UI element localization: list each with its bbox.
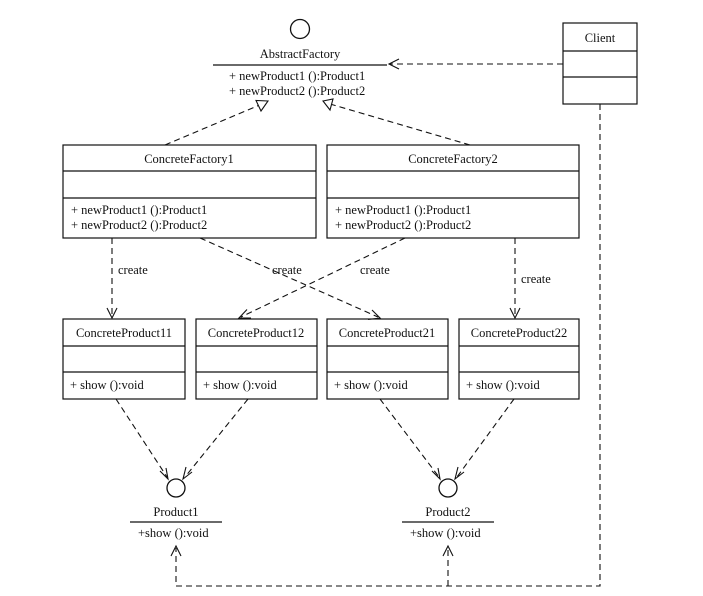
concrete-product-12-box bbox=[195, 318, 318, 400]
concrete-factory-1-method-2: + newProduct2 ():Product2 bbox=[71, 218, 207, 232]
concrete-product-22-name: ConcreteProduct22 bbox=[471, 326, 568, 340]
product-2-interface-icon bbox=[438, 478, 458, 498]
concrete-factory-1-box bbox=[62, 144, 317, 239]
concrete-product-12-method: + show ():void bbox=[203, 378, 277, 392]
create-factory-2-product-12: create bbox=[237, 237, 406, 319]
realization-factory-2 bbox=[322, 98, 471, 146]
product-2-interface: Product2 +show ():void bbox=[402, 478, 494, 540]
realization-factory-1 bbox=[164, 99, 270, 146]
product-1-interface: Product1 +show ():void bbox=[130, 478, 222, 540]
concrete-product-22-method: + show ():void bbox=[466, 378, 540, 392]
dependency-client-abstract-factory bbox=[387, 58, 563, 70]
concrete-product-12-name: ConcreteProduct12 bbox=[208, 326, 305, 340]
realization-product-22 bbox=[454, 398, 515, 481]
abstract-factory-interface-icon bbox=[289, 18, 311, 40]
realization-factory-2-arrowhead bbox=[322, 98, 334, 112]
concrete-product-12: ConcreteProduct12 + show ():void bbox=[195, 318, 318, 400]
concrete-product-11-name: ConcreteProduct11 bbox=[76, 326, 172, 340]
concrete-factory-2-method-1: + newProduct1 ():Product1 bbox=[335, 203, 471, 217]
client-name: Client bbox=[585, 31, 616, 45]
create-factory-2-product-12-arrowhead bbox=[237, 309, 251, 319]
concrete-product-11-method: + show ():void bbox=[70, 378, 144, 392]
create-label-2: create bbox=[272, 263, 302, 277]
dependency-client-product-1-arrowhead bbox=[170, 544, 182, 557]
abstract-factory-method-2: + newProduct2 ():Product2 bbox=[229, 84, 365, 98]
dependency-client-product-2-arrowhead bbox=[442, 544, 454, 557]
realization-product-11-line bbox=[115, 398, 168, 478]
realization-product-12-line bbox=[184, 398, 249, 478]
dependency-client-products bbox=[170, 104, 601, 587]
abstract-factory-method-1: + newProduct1 ():Product1 bbox=[229, 69, 365, 83]
client-class: Client bbox=[562, 22, 638, 105]
realization-product-21-arrowhead bbox=[431, 467, 441, 481]
create-label-3: create bbox=[360, 263, 390, 277]
create-label-4: create bbox=[521, 272, 551, 286]
product-1-name: Product1 bbox=[153, 505, 198, 519]
realization-product-22-arrowhead bbox=[454, 466, 465, 481]
concrete-product-22: ConcreteProduct22 + show ():void bbox=[458, 318, 580, 400]
product-2-name: Product2 bbox=[425, 505, 470, 519]
realization-factory-2-line bbox=[329, 103, 471, 146]
dependency-client-products-line bbox=[175, 104, 601, 587]
realization-product-11 bbox=[115, 398, 169, 481]
realization-product-11-arrowhead bbox=[159, 467, 169, 481]
realization-factory-1-line bbox=[164, 103, 263, 146]
concrete-product-21-name: ConcreteProduct21 bbox=[339, 326, 436, 340]
realization-product-21-line bbox=[379, 398, 440, 478]
create-factory-1-product-21: create bbox=[199, 237, 382, 321]
concrete-product-11-box bbox=[62, 318, 186, 400]
create-factory-2-product-22: create bbox=[509, 238, 551, 320]
concrete-product-21-box bbox=[326, 318, 449, 400]
create-factory-1-product-21-arrowhead bbox=[367, 309, 382, 321]
concrete-factory-1-method-1: + newProduct1 ():Product1 bbox=[71, 203, 207, 217]
concrete-product-11: ConcreteProduct11 + show ():void bbox=[62, 318, 186, 400]
concrete-product-21: ConcreteProduct21 + show ():void bbox=[326, 318, 449, 400]
product-1-method: +show ():void bbox=[138, 526, 209, 540]
abstract-factory-interface: AbstractFactory + newProduct1 ():Product… bbox=[213, 18, 387, 98]
concrete-product-21-method: + show ():void bbox=[334, 378, 408, 392]
create-factory-2-product-12-line bbox=[240, 237, 406, 318]
create-factory-2-product-22-arrowhead bbox=[509, 307, 521, 320]
concrete-factory-2-name: ConcreteFactory2 bbox=[408, 152, 498, 166]
product-1-interface-icon bbox=[166, 478, 186, 498]
dependency-client-abstract-factory-arrowhead bbox=[387, 58, 400, 70]
concrete-factory-2-method-2: + newProduct2 ():Product2 bbox=[335, 218, 471, 232]
concrete-product-22-box bbox=[458, 318, 580, 400]
realization-product-12-arrowhead bbox=[182, 466, 193, 481]
concrete-factory-1-name: ConcreteFactory1 bbox=[144, 152, 234, 166]
create-factory-1-product-11: create bbox=[106, 238, 148, 320]
create-label-1: create bbox=[118, 263, 148, 277]
concrete-factory-2: ConcreteFactory2 + newProduct1 ():Produc… bbox=[326, 144, 580, 239]
abstract-factory-name: AbstractFactory bbox=[260, 47, 341, 61]
concrete-factory-2-box bbox=[326, 144, 580, 239]
create-factory-1-product-21-line bbox=[199, 237, 379, 318]
realization-product-21 bbox=[379, 398, 441, 481]
product-2-method: +show ():void bbox=[410, 526, 481, 540]
concrete-factory-1: ConcreteFactory1 + newProduct1 ():Produc… bbox=[62, 144, 317, 239]
realization-factory-1-arrowhead bbox=[255, 99, 270, 113]
realization-product-12 bbox=[182, 398, 249, 481]
create-factory-1-product-11-arrowhead bbox=[106, 307, 118, 320]
realization-product-22-line bbox=[456, 398, 515, 478]
